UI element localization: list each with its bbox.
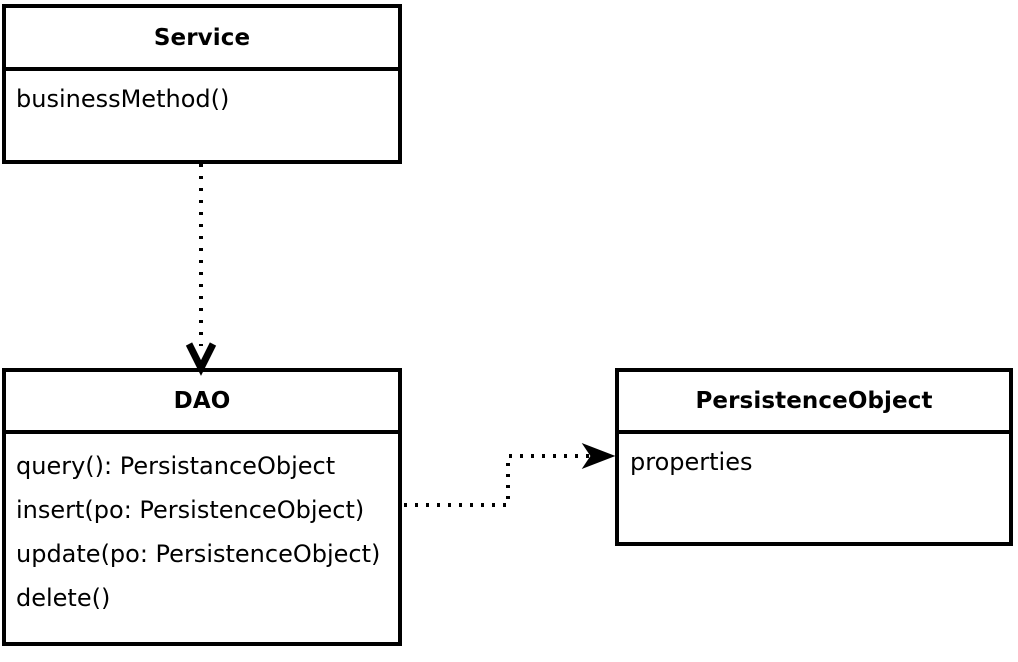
uml-member: insert(po: PersistenceObject) <box>16 496 365 524</box>
uml-members-dao: query(): PersistanceObject insert(po: Pe… <box>6 434 398 620</box>
uml-class-dao[interactable]: DAO query(): PersistanceObject insert(po… <box>2 368 402 646</box>
connector-dao-to-persistence-object[interactable] <box>404 442 616 507</box>
arrowhead-open-icon <box>185 342 217 376</box>
uml-members-persistence-object: properties <box>619 434 1009 486</box>
uml-class-name-persistence-object: PersistenceObject <box>619 372 1009 434</box>
uml-members-service: businessMethod() <box>6 71 398 123</box>
connector-service-to-dao[interactable] <box>185 164 217 376</box>
arrowhead-filled-icon <box>581 442 616 470</box>
uml-class-service[interactable]: Service businessMethod() <box>2 4 402 164</box>
connector-line <box>404 454 597 507</box>
uml-member: delete() <box>16 584 111 612</box>
uml-class-name-dao: DAO <box>6 372 398 434</box>
uml-class-name-service: Service <box>6 8 398 71</box>
uml-member: update(po: PersistenceObject) <box>16 540 381 568</box>
uml-member: properties <box>630 448 753 476</box>
uml-member: businessMethod() <box>16 85 230 113</box>
uml-class-persistence-object[interactable]: PersistenceObject properties <box>615 368 1013 546</box>
uml-member: query(): PersistanceObject <box>16 452 336 480</box>
